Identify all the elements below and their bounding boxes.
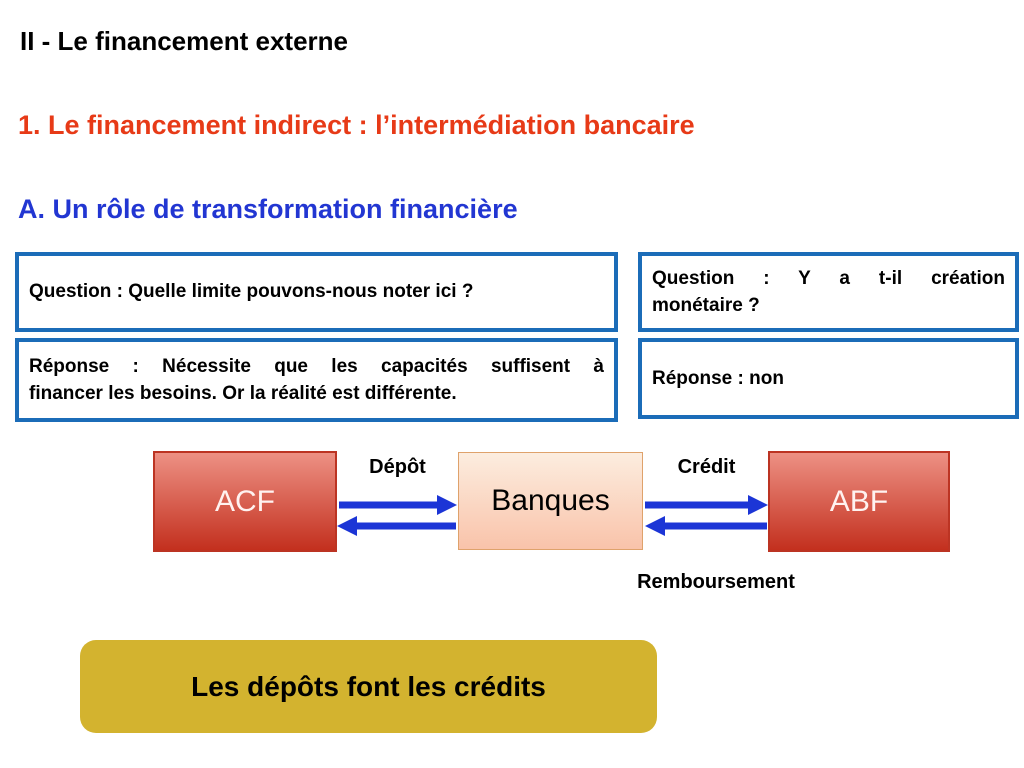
subtitle: 1. Le financement indirect : l’intermédi… — [18, 110, 695, 140]
deposit-label: Dépôt — [369, 456, 426, 478]
diagram-node-banques: Banques — [458, 452, 643, 550]
node-banques-label: Banques — [491, 484, 610, 517]
arrow-banques-to-acf-icon — [337, 516, 456, 536]
arrow-banques-to-abf-icon — [645, 495, 768, 515]
node-acf-label: ACF — [215, 484, 275, 518]
section-heading: A. Un rôle de transformation financière — [18, 194, 518, 224]
callout-box: Les dépôts font les crédits — [80, 640, 657, 733]
page-title: II - Le financement externe — [20, 26, 348, 56]
question-right-line1: Question : Y a t-il création — [652, 268, 1005, 289]
question-left-text: Question : Quelle limite pouvons-nous no… — [29, 281, 474, 302]
diagram-node-acf: ACF — [153, 451, 337, 552]
arrow-abf-to-banques-icon — [645, 516, 767, 536]
question-box-right: Question : Y a t-il création monétaire ? — [638, 252, 1019, 332]
repayment-label: Remboursement — [637, 571, 795, 593]
credit-label: Crédit — [677, 456, 736, 478]
callout-text: Les dépôts font les crédits — [191, 670, 546, 702]
answer-right-text: Réponse : non — [652, 367, 784, 389]
question-right-line2: monétaire ? — [652, 295, 760, 316]
answer-box-right: Réponse : non — [638, 338, 1019, 419]
answer-left-line2: financer les besoins. Or la réalité est … — [29, 383, 457, 404]
node-abf-label: ABF — [829, 484, 889, 518]
question-box-left: Question : Quelle limite pouvons-nous no… — [15, 252, 618, 332]
diagram-node-abf: ABF — [768, 451, 950, 552]
answer-left-line1: Réponse : Nécessite que les capacités su… — [29, 356, 604, 377]
answer-box-left: Réponse : Nécessite que les capacités su… — [15, 338, 618, 422]
arrow-acf-to-banques-icon — [339, 495, 457, 515]
